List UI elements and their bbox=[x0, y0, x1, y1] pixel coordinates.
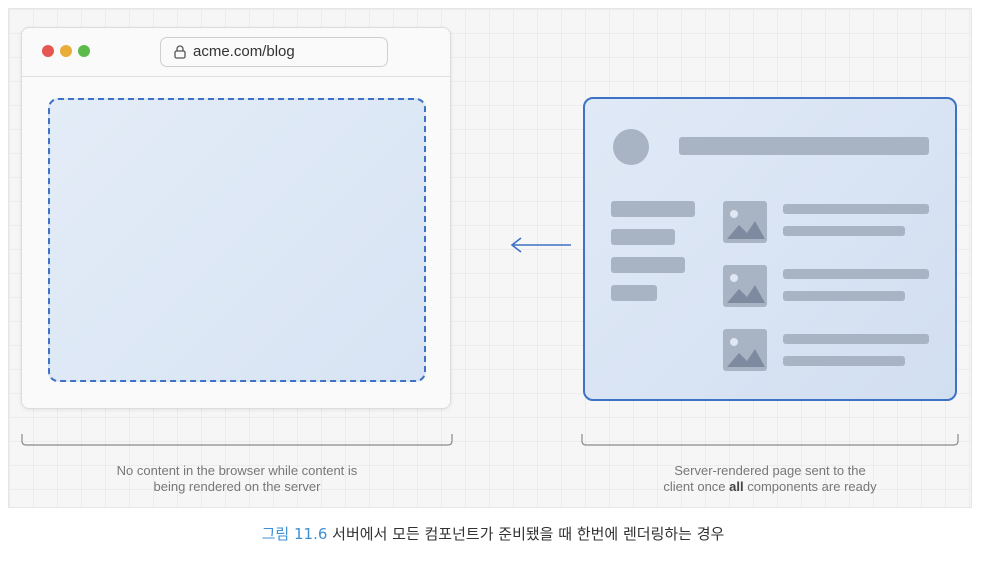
close-window-button[interactable] bbox=[42, 45, 54, 57]
item-title-skeleton bbox=[783, 334, 929, 344]
item-title-skeleton bbox=[783, 269, 929, 279]
item-desc-skeleton bbox=[783, 356, 905, 366]
item-title-skeleton bbox=[783, 204, 929, 214]
left-caption: No content in the browser while content … bbox=[21, 463, 453, 495]
lock-icon bbox=[174, 45, 186, 59]
right-caption-pre: client once bbox=[663, 479, 730, 494]
browser-titlebar: acme.com/blog bbox=[22, 28, 450, 77]
left-caption-line-1: No content in the browser while content … bbox=[116, 463, 358, 478]
sidebar-skeleton-3 bbox=[611, 257, 685, 273]
figure-caption-text: 서버에서 모든 컴포넌트가 준비됐을 때 한번에 렌더링하는 경우 bbox=[327, 525, 725, 543]
url-text: acme.com/blog bbox=[193, 43, 295, 60]
address-bar[interactable]: acme.com/blog bbox=[160, 37, 388, 67]
left-caption-line-2: being rendered on the server bbox=[153, 479, 321, 494]
right-bracket bbox=[581, 434, 959, 446]
avatar-skeleton bbox=[613, 129, 649, 165]
minimize-window-button[interactable] bbox=[60, 45, 72, 57]
right-caption-bold: all bbox=[729, 479, 744, 494]
header-skeleton bbox=[679, 137, 929, 155]
browser-window: acme.com/blog bbox=[21, 27, 451, 409]
arrow-left-icon bbox=[510, 237, 571, 253]
sidebar-skeleton-4 bbox=[611, 285, 657, 301]
image-icon bbox=[723, 329, 767, 371]
right-caption: Server-rendered page sent to the client … bbox=[581, 463, 959, 495]
item-desc-skeleton bbox=[783, 226, 905, 236]
maximize-window-button[interactable] bbox=[78, 45, 90, 57]
item-desc-skeleton bbox=[783, 291, 905, 301]
sidebar-skeleton-1 bbox=[611, 201, 695, 217]
right-caption-line-2: client once all components are ready bbox=[581, 479, 959, 495]
right-caption-post: components are ready bbox=[743, 479, 877, 494]
figure-caption: 그림 11.6 서버에서 모든 컴포넌트가 준비됐을 때 한번에 렌더링하는 경… bbox=[0, 523, 986, 544]
figure-number: 그림 11.6 bbox=[261, 525, 328, 543]
image-icon bbox=[723, 201, 767, 243]
sidebar-skeleton-2 bbox=[611, 229, 675, 245]
left-bracket bbox=[21, 434, 453, 446]
right-caption-line-1: Server-rendered page sent to the bbox=[674, 463, 866, 478]
diagram-figure: acme.com/blog bbox=[8, 8, 972, 508]
server-rendered-page bbox=[583, 97, 957, 401]
image-icon bbox=[723, 265, 767, 307]
empty-content-placeholder bbox=[48, 98, 426, 382]
